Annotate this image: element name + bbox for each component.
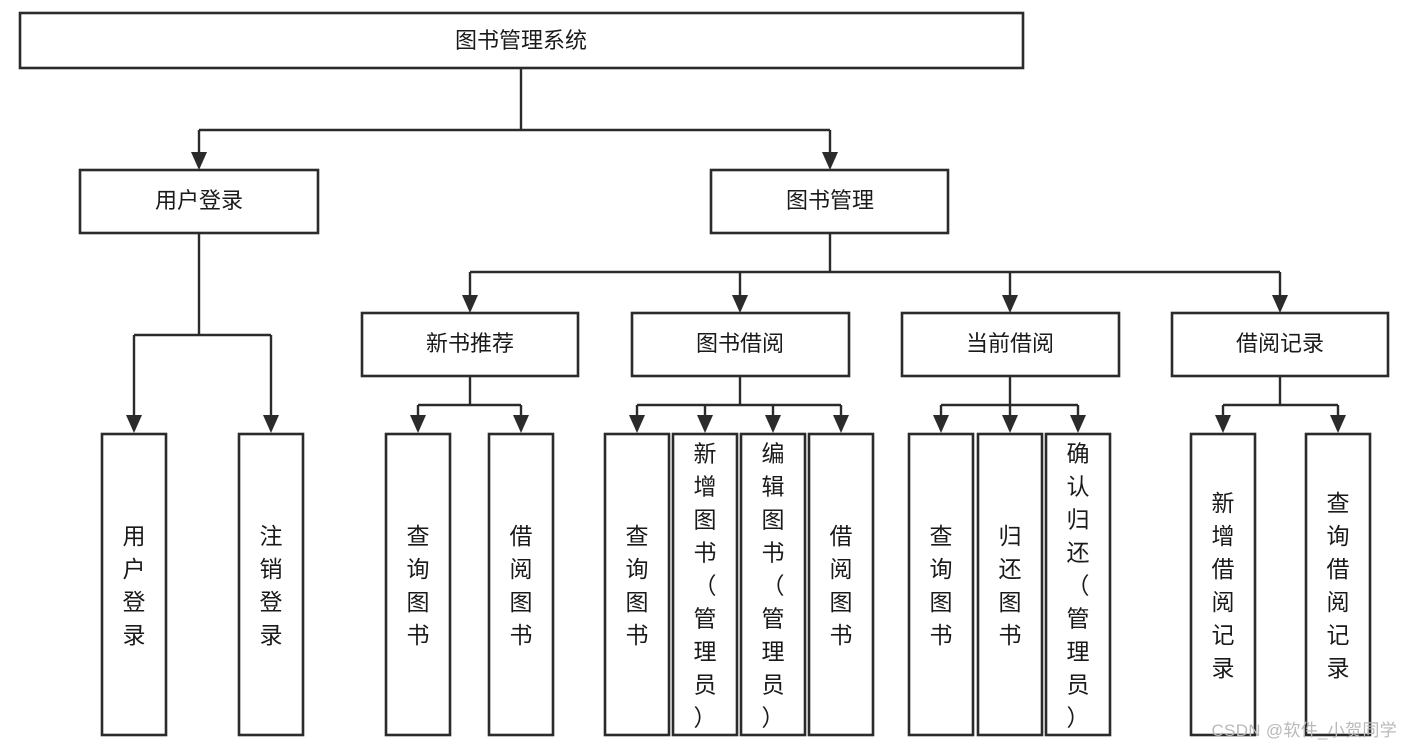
leaf-new-book-0-box[interactable] bbox=[384, 432, 452, 737]
leaf-current-borrow-0-box[interactable] bbox=[907, 432, 975, 737]
arrow-leaf-new-book-1 bbox=[513, 415, 529, 433]
arrow-leaf-current-borrow-1 bbox=[1002, 415, 1018, 433]
arrow-leaf-borrow-record-1 bbox=[1330, 415, 1346, 433]
arrow-book-borrow bbox=[732, 295, 748, 313]
node-root-label: 图书管理系统 bbox=[455, 28, 587, 53]
arrow-current-borrow bbox=[1002, 295, 1018, 313]
leaf-book-borrow-3[interactable]: 借阅图书 bbox=[807, 432, 875, 737]
arrow-leaf-user-login-0 bbox=[126, 415, 142, 433]
leaf-new-book-1-label: 借阅图书 bbox=[510, 523, 533, 648]
node-book-borrow-box[interactable] bbox=[630, 311, 851, 378]
leaf-borrow-record-0-box[interactable] bbox=[1189, 432, 1257, 737]
arrow-leaf-book-borrow-1 bbox=[697, 415, 713, 433]
leaf-borrow-record-1[interactable]: 查询借阅记录 bbox=[1304, 432, 1372, 737]
arrow-leaf-borrow-record-0 bbox=[1215, 415, 1231, 433]
node-current-borrow-label: 当前借阅 bbox=[966, 331, 1054, 356]
leaf-current-borrow-0[interactable]: 查询图书 bbox=[907, 432, 975, 737]
node-book-management[interactable]: 图书管理 bbox=[709, 168, 950, 235]
leaf-book-borrow-3-label: 借阅图书 bbox=[830, 523, 853, 648]
leaf-book-borrow-2-box[interactable] bbox=[739, 432, 807, 737]
leaf-borrow-record-0[interactable]: 新增借阅记录 bbox=[1189, 432, 1257, 737]
leaf-user-login-0-label: 用户登录 bbox=[123, 523, 146, 648]
node-user-login[interactable]: 用户登录 bbox=[78, 168, 320, 235]
leaf-new-book-1-box[interactable] bbox=[487, 432, 555, 737]
leaf-current-borrow-2-label: 确认归还（管理员） bbox=[1067, 441, 1090, 731]
node-user-login-box[interactable] bbox=[78, 168, 320, 235]
leaf-new-book-0-label: 查询图书 bbox=[407, 523, 430, 648]
node-new-book-recommend[interactable]: 新书推荐 bbox=[360, 311, 580, 378]
node-new-book-recommend-label: 新书推荐 bbox=[426, 331, 514, 356]
leaf-user-login-1-label: 注销登录 bbox=[260, 523, 283, 648]
leaf-book-borrow-0[interactable]: 查询图书 bbox=[603, 432, 671, 737]
arrow-new-book bbox=[462, 295, 478, 313]
leaf-borrow-record-1-label: 查询借阅记录 bbox=[1327, 490, 1350, 681]
arrow-leaf-book-borrow-2 bbox=[765, 415, 781, 433]
arrow-leaf-current-borrow-2 bbox=[1070, 415, 1086, 433]
arrow-leaf-user-login-1 bbox=[263, 415, 279, 433]
leaf-book-borrow-1-box[interactable] bbox=[671, 432, 739, 737]
node-new-book-recommend-box[interactable] bbox=[360, 311, 580, 378]
leaf-book-borrow-2-label: 编辑图书（管理员） bbox=[762, 441, 785, 731]
node-book-borrow-label: 图书借阅 bbox=[696, 331, 784, 356]
leaf-borrow-record-0-label: 新增借阅记录 bbox=[1212, 490, 1235, 681]
node-user-login-label: 用户登录 bbox=[155, 188, 243, 213]
leaf-new-book-1[interactable]: 借阅图书 bbox=[487, 432, 555, 737]
leaf-current-borrow-1[interactable]: 归还图书 bbox=[976, 432, 1044, 737]
csdn-watermark: CSDN @软件_小贺同学 bbox=[1211, 721, 1397, 740]
node-root[interactable]: 图书管理系统 bbox=[18, 11, 1025, 70]
arrow-book-mgmt bbox=[822, 152, 838, 170]
leaf-book-borrow-0-label: 查询图书 bbox=[626, 523, 649, 648]
leaf-user-login-1[interactable]: 注销登录 bbox=[237, 432, 305, 737]
leaf-current-borrow-0-label: 查询图书 bbox=[930, 523, 953, 648]
leaf-current-borrow-2-box[interactable] bbox=[1044, 432, 1112, 737]
node-borrow-record-box[interactable] bbox=[1170, 311, 1390, 378]
node-book-borrow[interactable]: 图书借阅 bbox=[630, 311, 851, 378]
node-current-borrow-box[interactable] bbox=[900, 311, 1121, 378]
leaf-book-borrow-2[interactable]: 编辑图书（管理员） bbox=[739, 432, 807, 737]
leaf-user-login-1-box[interactable] bbox=[237, 432, 305, 737]
leaf-new-book-0[interactable]: 查询图书 bbox=[384, 432, 452, 737]
leaf-book-borrow-0-box[interactable] bbox=[603, 432, 671, 737]
leaf-book-borrow-1[interactable]: 新增图书（管理员） bbox=[671, 432, 739, 737]
arrow-leaf-current-borrow-0 bbox=[933, 415, 949, 433]
leaf-book-borrow-1-label: 新增图书（管理员） bbox=[694, 441, 717, 731]
node-borrow-record-label: 借阅记录 bbox=[1236, 331, 1324, 356]
leaf-current-borrow-2[interactable]: 确认归还（管理员） bbox=[1044, 432, 1112, 737]
leaf-book-borrow-3-box[interactable] bbox=[807, 432, 875, 737]
node-current-borrow[interactable]: 当前借阅 bbox=[900, 311, 1121, 378]
node-borrow-record[interactable]: 借阅记录 bbox=[1170, 311, 1390, 378]
arrow-leaf-new-book-0 bbox=[410, 415, 426, 433]
leaf-current-borrow-1-label: 归还图书 bbox=[999, 523, 1022, 648]
arrow-leaf-book-borrow-0 bbox=[629, 415, 645, 433]
connector-layer bbox=[126, 68, 1346, 433]
arrow-user-login bbox=[191, 152, 207, 170]
arrow-borrow-record bbox=[1272, 295, 1288, 313]
node-root-box[interactable] bbox=[18, 11, 1025, 70]
leaf-current-borrow-1-box[interactable] bbox=[976, 432, 1044, 737]
leaf-user-login-0[interactable]: 用户登录 bbox=[100, 432, 168, 737]
arrow-leaf-book-borrow-3 bbox=[833, 415, 849, 433]
node-book-management-label: 图书管理 bbox=[786, 188, 874, 213]
leaf-borrow-record-1-box[interactable] bbox=[1304, 432, 1372, 737]
leaf-user-login-0-box[interactable] bbox=[100, 432, 168, 737]
node-book-management-box[interactable] bbox=[709, 168, 950, 235]
